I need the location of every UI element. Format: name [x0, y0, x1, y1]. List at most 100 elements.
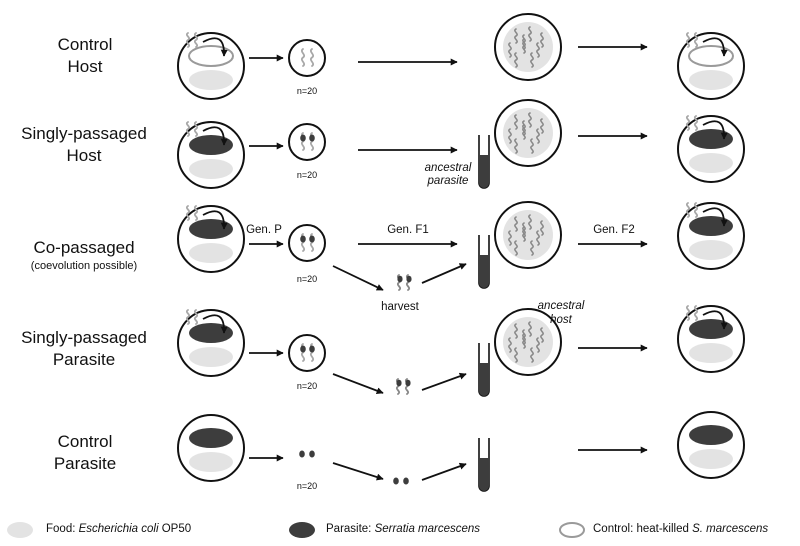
plate-control-parasite-start — [177, 414, 245, 482]
small-dish-rim — [288, 123, 326, 161]
worm — [536, 42, 540, 58]
row-title-2: Host — [66, 146, 102, 165]
worm-icon — [185, 121, 199, 137]
heat-killed-lawn — [688, 45, 734, 67]
food-lawn — [689, 70, 733, 90]
parasite-swatch — [289, 522, 315, 538]
worm — [185, 205, 191, 221]
tube-culture — [479, 255, 489, 288]
worm — [685, 115, 691, 131]
worm — [693, 32, 699, 48]
sample-size-label: n=20 — [297, 274, 317, 284]
worm — [514, 347, 518, 363]
worm — [528, 112, 532, 128]
worm — [300, 48, 306, 67]
sample-size-label: n=20 — [297, 381, 317, 391]
tube-culture — [479, 458, 489, 491]
worm — [540, 327, 544, 343]
parasite-lawn — [689, 216, 733, 236]
row-title: Singly-passaged — [21, 124, 147, 143]
legend-swatches — [7, 522, 585, 538]
small-dish-co-passaged — [288, 224, 326, 262]
worm — [508, 42, 512, 58]
worm — [514, 216, 518, 232]
worm — [528, 214, 532, 230]
transfer-arrow — [702, 310, 728, 330]
transfer-arrow — [702, 120, 728, 140]
worm — [514, 114, 518, 130]
food-lawn — [689, 240, 733, 260]
worm — [540, 118, 544, 134]
parasite-cells-control-harvest — [393, 477, 409, 485]
legend-parasite: Parasite: Serratia marcescens — [326, 523, 481, 535]
arrow — [421, 263, 467, 284]
worm — [514, 52, 518, 68]
arrow — [332, 462, 384, 481]
ancestral-host-label: ancestral — [538, 300, 585, 312]
ancestral-parasite-label: ancestral — [425, 162, 472, 174]
plate-singly-host-end — [677, 115, 745, 183]
culture-tube-control-parasite — [478, 438, 490, 492]
row-label-co-passaged: Co-passaged (coevolution possible) — [4, 237, 164, 273]
worm-icon — [185, 32, 199, 48]
worm — [530, 52, 534, 68]
sample-size-label: n=20 — [297, 86, 317, 96]
parasite-lawn — [689, 425, 733, 445]
worm-icon — [685, 305, 699, 321]
gen-f2-label: Gen. F2 — [593, 224, 635, 236]
worm — [528, 26, 532, 42]
culture-tube-ancestral-parasite — [478, 135, 490, 189]
worm — [530, 138, 534, 154]
transfer-arrow — [202, 37, 228, 57]
row-title: Singly-passaged — [21, 328, 147, 347]
worm — [522, 120, 526, 136]
food-lawn — [689, 343, 733, 363]
culture-tube-singly-parasite — [478, 343, 490, 397]
parasite-cell — [403, 477, 409, 485]
food-lawn — [689, 153, 733, 173]
arrow — [421, 372, 467, 391]
parasite-cell — [309, 345, 315, 353]
parasite-lawn — [189, 323, 233, 343]
heat-killed-swatch — [559, 522, 585, 538]
worm — [309, 48, 315, 67]
heat-killed-lawn — [188, 45, 234, 67]
worm — [193, 205, 199, 221]
parasite-cell — [405, 379, 411, 387]
parasite-lawn — [689, 319, 733, 339]
small-dish-control-host — [288, 39, 326, 77]
food-lawn — [189, 347, 233, 367]
worm-icon — [685, 202, 699, 218]
worm — [693, 305, 699, 321]
worm-plate-control-host — [494, 13, 562, 81]
parasite-lawn — [689, 129, 733, 149]
worm — [540, 32, 544, 48]
arrow — [421, 462, 467, 481]
arrow — [332, 373, 384, 395]
row-title: Control — [57, 35, 113, 54]
worm — [514, 28, 518, 44]
ancestral-parasite-label: parasite — [427, 175, 469, 187]
worm — [185, 121, 191, 137]
worm-icon — [185, 205, 199, 221]
parasite-lawn — [189, 428, 233, 448]
worm — [514, 138, 518, 154]
legend-control: Control: heat-killed S. marcescens — [593, 523, 769, 535]
transfer-arrow — [202, 210, 228, 230]
worm — [530, 347, 534, 363]
food-lawn — [189, 243, 233, 263]
worm — [522, 329, 526, 345]
row-subtitle: (coevolution possible) — [30, 260, 138, 272]
parasite-cell — [300, 345, 306, 353]
row-title-2: Parasite — [52, 350, 116, 369]
row-label-control-parasite: Control Parasite — [20, 431, 150, 475]
small-dish-rim — [288, 224, 326, 262]
food-lawn — [189, 452, 233, 472]
worm — [522, 34, 526, 50]
worm — [685, 305, 691, 321]
worm — [530, 240, 534, 256]
parasite-lawn — [189, 219, 233, 239]
parasite-cell — [309, 450, 315, 458]
worm — [193, 32, 199, 48]
plate-control-host-start — [177, 32, 245, 100]
